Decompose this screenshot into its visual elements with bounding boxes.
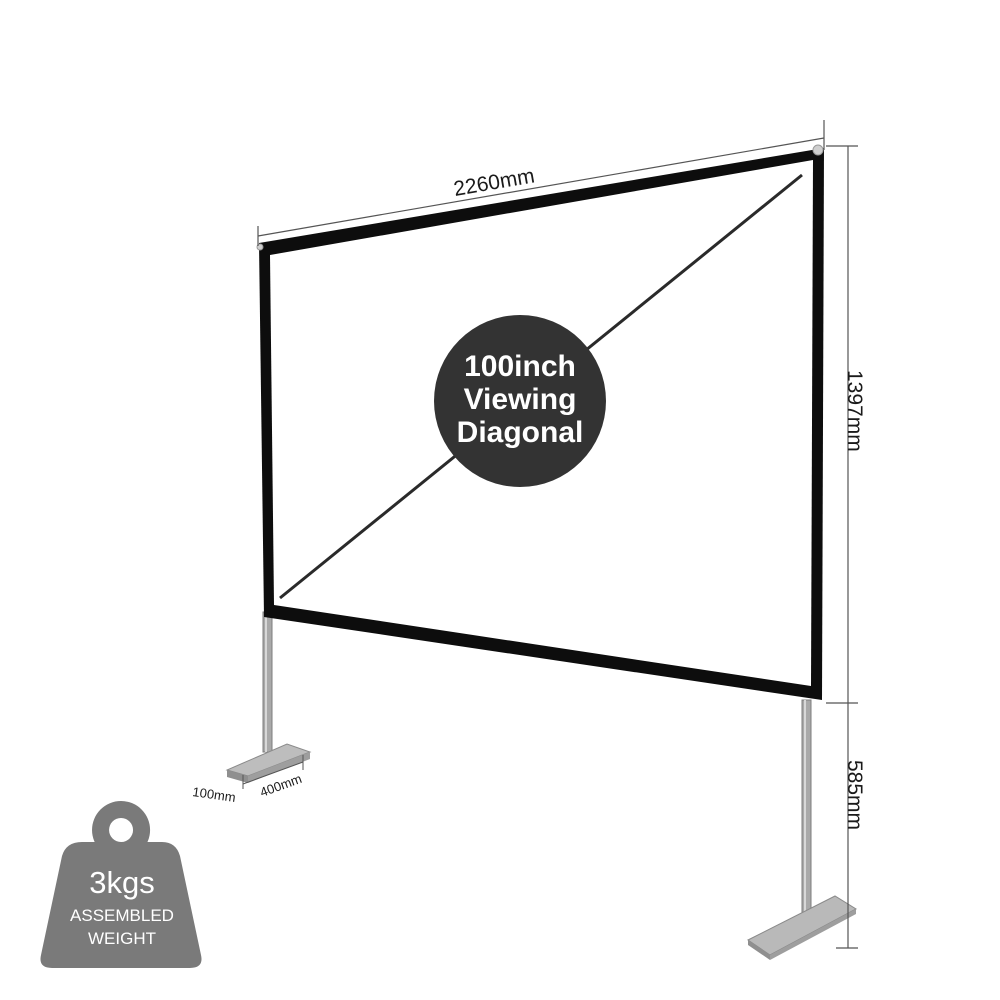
badge-line-1: 100inch (464, 350, 576, 383)
right-foot (747, 895, 858, 960)
leg-height-label: 585mm (843, 760, 866, 830)
weight-caption-line-2: WEIGHT (88, 929, 156, 948)
left-foot (225, 743, 312, 783)
height-dimension: 1397mm 585mm (826, 145, 866, 949)
left-leg (262, 611, 273, 753)
viewing-diagonal-badge: 100inch Viewing Diagonal (434, 315, 606, 487)
screen-height-label: 1397mm (843, 370, 866, 452)
foot-width-label: 100mm (192, 784, 237, 805)
badge-line-2: Viewing (464, 383, 577, 416)
corner-cap-top-right (812, 144, 824, 156)
weight-value: 3kgs (89, 865, 154, 900)
weight-caption-line-1: ASSEMBLED (70, 906, 174, 925)
weight-icon: 3kgs ASSEMBLED WEIGHT (40, 800, 202, 968)
right-leg (801, 699, 812, 926)
badge-line-3: Diagonal (457, 416, 584, 449)
